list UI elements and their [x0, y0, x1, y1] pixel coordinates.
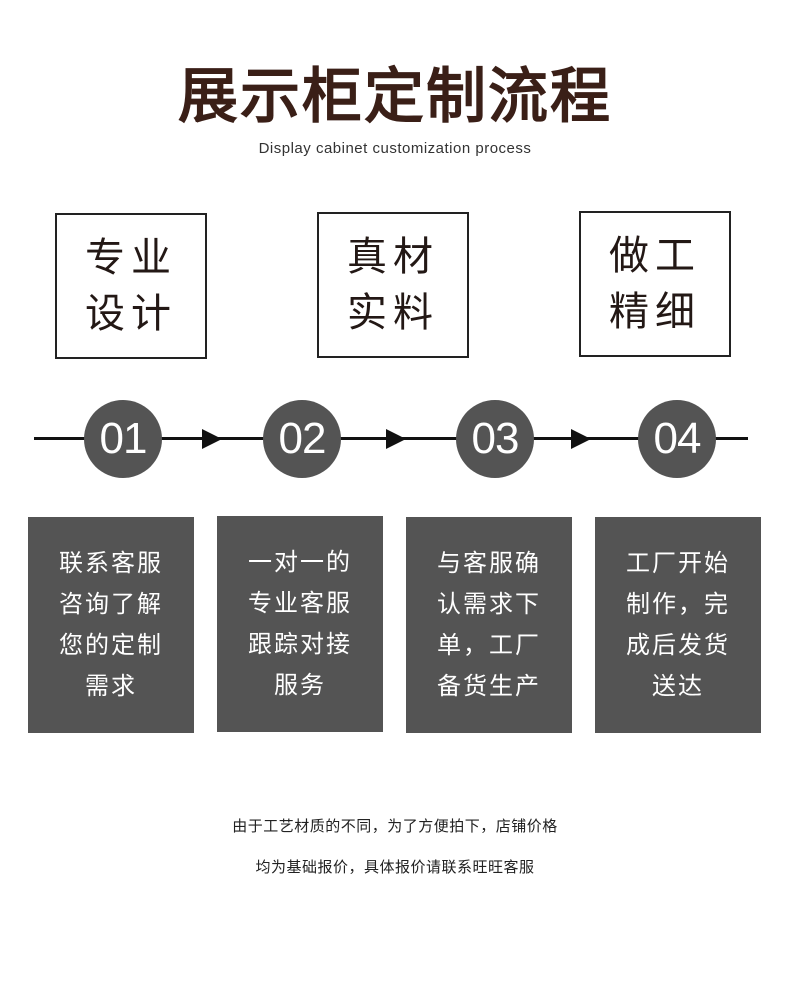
step-description-line: 工厂开始	[626, 549, 730, 577]
step-description-line: 专业客服	[248, 589, 352, 617]
step-description-line: 跟踪对接	[248, 630, 352, 658]
arrow-right-icon	[571, 429, 591, 449]
page-title: 展示柜定制流程	[178, 62, 612, 132]
step-description-card: 联系客服 咨询了解 您的定制 需求	[28, 517, 194, 733]
feature-label-line1: 做工	[609, 233, 701, 279]
pricing-note-line2: 均为基础报价，具体报价请联系旺旺客服	[255, 858, 535, 876]
step-description-line: 送达	[652, 672, 704, 700]
step-number-badge: 01	[84, 400, 162, 478]
step-number-badge: 04	[638, 400, 716, 478]
step-description-line: 您的定制	[59, 631, 163, 659]
step-description-line: 制作，完	[626, 590, 730, 618]
step-description-line: 单，工厂	[437, 631, 541, 659]
step-description-card: 与客服确 认需求下 单，工厂 备货生产	[406, 517, 572, 733]
step-description-line: 备货生产	[437, 672, 541, 700]
step-description-line: 需求	[85, 672, 137, 700]
feature-label-line2: 精细	[609, 289, 701, 335]
step-description-card: 工厂开始 制作，完 成后发货 送达	[595, 517, 761, 733]
step-number-badge: 02	[263, 400, 341, 478]
step-description-line: 与客服确	[437, 549, 541, 577]
step-description-line: 一对一的	[248, 548, 352, 576]
feature-label-line2: 实料	[347, 290, 439, 336]
feature-box-genuine-materials: 真材 实料	[317, 212, 469, 358]
feature-label-line2: 设计	[85, 291, 177, 337]
step-description-line: 认需求下	[437, 590, 541, 618]
feature-box-fine-workmanship: 做工 精细	[579, 211, 731, 357]
step-description-line: 服务	[274, 671, 326, 699]
feature-label-line1: 真材	[347, 234, 439, 280]
feature-box-professional-design: 专业 设计	[55, 213, 207, 359]
page-subtitle: Display cabinet customization process	[258, 140, 532, 157]
step-description-line: 咨询了解	[59, 590, 163, 618]
pricing-note-line1: 由于工艺材质的不同，为了方便拍下，店铺价格	[232, 817, 558, 835]
step-description-line: 成后发货	[626, 631, 730, 659]
arrow-right-icon	[202, 429, 222, 449]
arrow-right-icon	[386, 429, 406, 449]
step-description-line: 联系客服	[59, 549, 163, 577]
feature-label-line1: 专业	[85, 235, 177, 281]
step-number-badge: 03	[456, 400, 534, 478]
step-description-card: 一对一的 专业客服 跟踪对接 服务	[217, 516, 383, 732]
